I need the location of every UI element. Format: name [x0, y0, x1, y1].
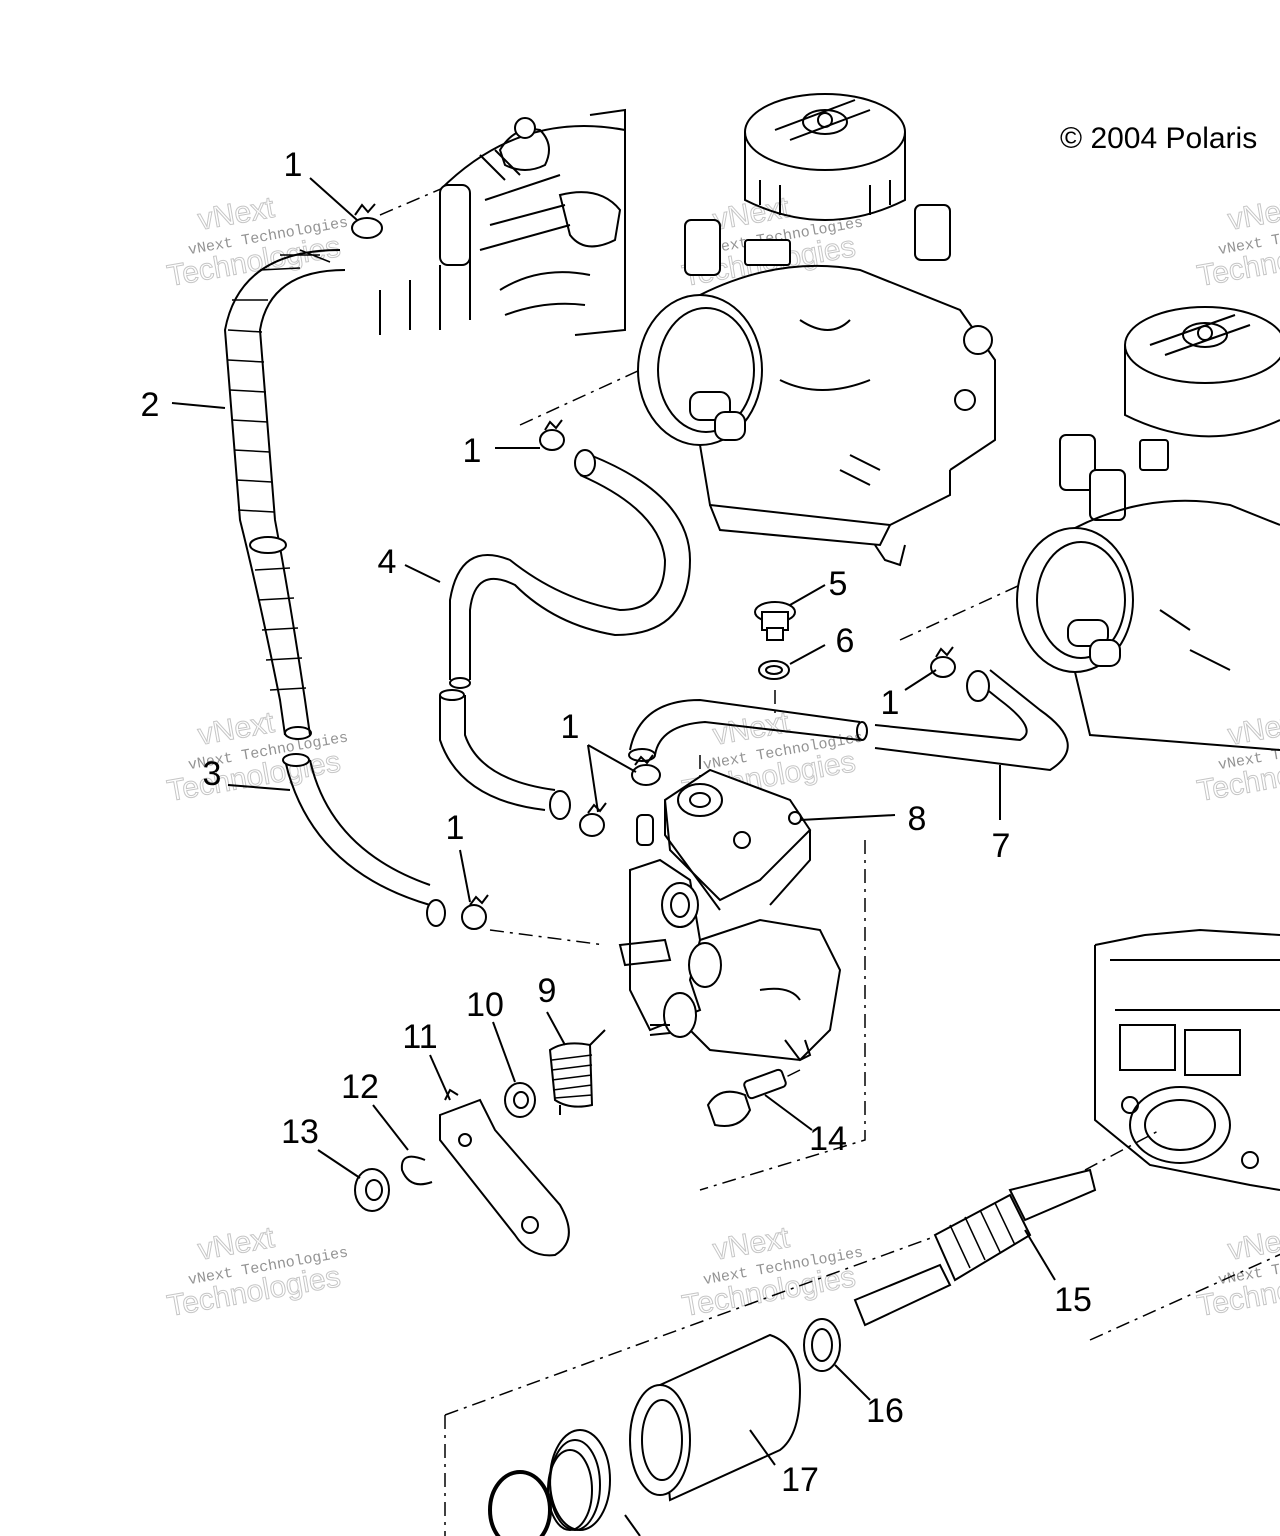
cylinder-head [379, 108, 626, 336]
callout-4: 4 [378, 543, 397, 581]
bolt-14 [706, 1068, 787, 1127]
svg-text:vNext: vNext [1225, 1221, 1280, 1267]
carburetor-2 [1016, 306, 1280, 751]
watermark: vNext vNext Technologies Technologies [679, 1220, 864, 1323]
hose-2 [223, 249, 346, 740]
hose-3 [282, 753, 446, 927]
callout-11: 11 [402, 1018, 437, 1056]
screw-5 [754, 601, 796, 641]
lever-11 [439, 1088, 570, 1257]
leader-lines [171, 177, 1056, 1536]
svg-text:vNext: vNext [1225, 191, 1280, 237]
callout-13: 13 [281, 1113, 319, 1151]
callout-9: 9 [538, 972, 557, 1010]
clamp-carb-1 [539, 419, 565, 451]
callout-6: 6 [836, 622, 855, 660]
watermark: vNext vNext Technologies Technologies [164, 705, 349, 808]
callout-1: 1 [881, 684, 900, 722]
copyright-text: © 2004 Polaris [1060, 122, 1257, 155]
callout-17: 17 [781, 1461, 819, 1499]
watermark: vNext vNext Technologies Technologies [1194, 190, 1280, 293]
clamp-hose-3 [461, 894, 489, 930]
hose-4 [439, 449, 692, 820]
spring-bottom [547, 1429, 611, 1531]
watermark: vNext vNext Technologies Technologies [164, 190, 349, 293]
drive-shaft-15 [853, 1168, 1097, 1327]
callout-labels: 1 2 1 4 5 6 1 1 3 8 7 1 9 10 11 12 13 14… [141, 146, 1092, 1499]
callout-14: 14 [809, 1120, 847, 1158]
svg-text:vNext: vNext [1225, 706, 1280, 752]
washer-16 [803, 1318, 841, 1372]
clamp-carb-2 [930, 646, 956, 678]
callout-1: 1 [463, 432, 482, 470]
washer-6 [758, 660, 790, 680]
callout-8: 8 [908, 800, 927, 838]
callout-10: 10 [466, 986, 504, 1024]
carburetor-1 [637, 93, 996, 567]
watermark: vNext vNext Technologies Technologies [1194, 705, 1280, 808]
hose-7 [628, 669, 1069, 772]
circlip-12 [400, 1155, 433, 1186]
callout-16: 16 [866, 1392, 904, 1430]
oil-pump-8 [618, 768, 842, 1062]
watermark: vNext vNext Technologies Technologies [164, 1220, 349, 1323]
callout-12: 12 [341, 1068, 379, 1106]
callout-5: 5 [829, 565, 848, 603]
washer-10 [504, 1082, 536, 1118]
watermark: vNext vNext Technologies Technologies [1194, 1220, 1280, 1323]
nut-13 [354, 1168, 390, 1212]
callout-1: 1 [561, 708, 580, 746]
callout-1: 1 [284, 146, 303, 184]
clamp-pump-2 [579, 802, 607, 837]
crankcase [1094, 928, 1280, 1191]
callout-3: 3 [203, 755, 222, 793]
clamp-pump-1 [631, 754, 661, 786]
callout-1: 1 [446, 809, 465, 847]
callout-15: 15 [1054, 1281, 1092, 1319]
o-ring [488, 1470, 552, 1536]
sleeve-17 [629, 1333, 802, 1502]
clamp-top [351, 203, 383, 239]
callout-7: 7 [992, 827, 1011, 865]
spring-9 [548, 1029, 606, 1115]
callout-2: 2 [141, 386, 160, 424]
